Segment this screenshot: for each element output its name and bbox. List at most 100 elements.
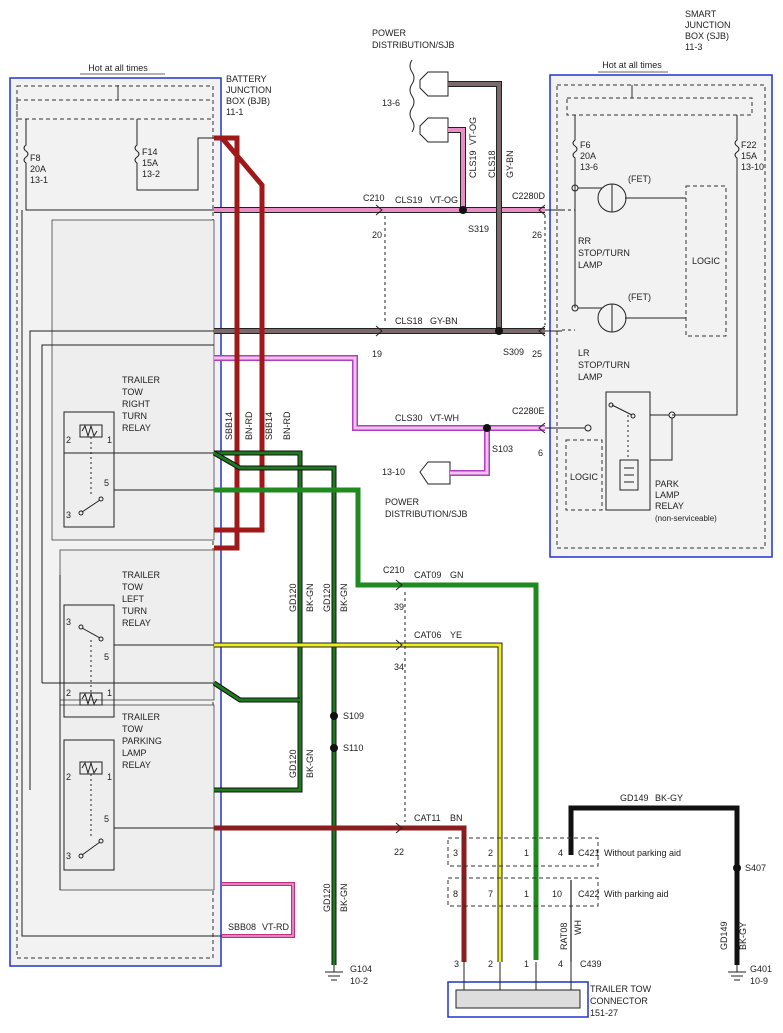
- bk-gn-label-3: BK-GN: [305, 749, 315, 778]
- sjb-title-3: BOX (SJB): [685, 31, 729, 41]
- bn-rd-label-2: BN-RD: [282, 411, 292, 440]
- bk-gy-label: BK-GY: [655, 793, 683, 803]
- park-relay-label-2: LAMP: [655, 490, 680, 500]
- lt-pin-5: 5: [104, 652, 109, 662]
- bk-gn-label-2: BK-GN: [339, 583, 349, 612]
- sjb-hot-label: Hot at all times: [602, 60, 662, 70]
- cls30-label: CLS30: [395, 413, 423, 423]
- pin-20: 20: [372, 230, 382, 240]
- pk-pin-3: 3: [66, 851, 71, 861]
- note-with-parking-aid: With parking aid: [604, 889, 669, 899]
- bk-gn-label-1: BK-GN: [305, 583, 315, 612]
- f8-rating: 20A: [30, 164, 46, 174]
- rt-relay-label-3: RIGHT: [122, 399, 151, 409]
- sbb08-label: SBB08: [228, 922, 256, 932]
- splice-s110: [330, 744, 338, 752]
- gd120-label-4: GD120: [322, 883, 332, 912]
- f8-label: F8: [30, 153, 41, 163]
- s109-label: S109: [343, 711, 364, 721]
- vt-og-vert-label: VT-OG: [468, 117, 478, 145]
- c422-pin-8: 8: [453, 889, 458, 899]
- pin-26: 26: [532, 230, 542, 240]
- pk-pin-1: 1: [107, 772, 112, 782]
- sbb14-label-1: SBB14: [224, 412, 234, 440]
- bjb-title-1: BATTERY: [226, 74, 267, 84]
- fet-label-lr: (FET): [628, 292, 651, 302]
- s309-label: S309: [503, 347, 524, 357]
- f22-rating: 15A: [741, 151, 757, 161]
- c2280e-label: C2280E: [512, 406, 545, 416]
- splice-s319: [459, 206, 467, 214]
- f22-label: F22: [741, 140, 757, 150]
- cls19-label: CLS19: [395, 195, 423, 205]
- c421-pin-4: 4: [558, 848, 563, 858]
- vt-rd-label: VT-RD: [262, 922, 290, 932]
- pin-39: 39: [394, 602, 404, 612]
- logic-label-2: LOGIC: [570, 472, 599, 482]
- pk-relay-label-2: TOW: [122, 724, 143, 734]
- s319-label: S319: [468, 224, 489, 234]
- gd149-vert-label: GD149: [719, 921, 729, 950]
- ground-g104: [325, 965, 343, 981]
- lt-relay-label-5: RELAY: [122, 618, 151, 628]
- cat06-label: CAT06: [414, 630, 441, 640]
- pk-pin-2: 2: [66, 772, 71, 782]
- sbb14-label-2: SBB14: [264, 412, 274, 440]
- pk-pin-5: 5: [104, 814, 109, 824]
- splice-s407: [733, 864, 741, 872]
- park-relay-label-1: PARK: [655, 479, 679, 489]
- gd120-label-2: GD120: [322, 583, 332, 612]
- pin-22: 22: [394, 847, 404, 857]
- c439-pin-3: 3: [454, 959, 459, 969]
- cls19-vert-label: CLS19: [468, 150, 478, 178]
- f6-ref: 13-6: [580, 162, 598, 172]
- lt-relay-label-3: LEFT: [122, 594, 145, 604]
- logic-box-1: [685, 185, 727, 337]
- pin-19: 19: [372, 349, 382, 359]
- g401-ref: 10-9: [750, 976, 768, 986]
- logic-label-1: LOGIC: [692, 256, 721, 266]
- gy-bn-vert-label: GY-BN: [505, 150, 515, 178]
- s110-label: S110: [343, 743, 363, 753]
- bjb-hot-label: Hot at all times: [88, 63, 148, 73]
- s103-label: S103: [492, 444, 513, 454]
- rt-pin-3: 3: [66, 510, 71, 520]
- c439-pin-2: 2: [488, 959, 493, 969]
- gd120-label-3: GD120: [288, 749, 298, 778]
- c422-box: [447, 877, 599, 907]
- pdist-top-label-2: DISTRIBUTION/SJB: [372, 40, 455, 50]
- g104-label: G104: [350, 964, 372, 974]
- f8-ref: 13-1: [30, 175, 48, 185]
- f6-label: F6: [580, 140, 591, 150]
- f22-ref: 13-10: [741, 162, 764, 172]
- pk-relay-label-3: PARKING: [122, 736, 162, 746]
- lt-relay-label-4: TURN: [122, 606, 147, 616]
- rr-lamp-label-3: LAMP: [578, 260, 603, 270]
- c422-pin-7: 7: [488, 889, 493, 899]
- ground-g401: [728, 965, 746, 981]
- pdist-bottom-label-1: POWER: [385, 497, 420, 507]
- pin-25: 25: [532, 349, 542, 359]
- splice-s309: [495, 327, 503, 335]
- splice-s109: [330, 712, 338, 720]
- rat08-label: RAT08: [559, 923, 569, 950]
- lt-relay-label-1: TRAILER: [122, 570, 161, 580]
- gd149-label: GD149: [620, 793, 649, 803]
- bjb-title-3: BOX (BJB): [226, 96, 270, 106]
- pdist-bottom-label-2: DISTRIBUTION/SJB: [385, 509, 468, 519]
- lr-lamp-label-2: STOP/TURN: [578, 360, 630, 370]
- cat11-label: CAT11: [414, 813, 441, 823]
- pin-34: 34: [394, 662, 404, 672]
- bk-gy-vert-label: BK-GY: [738, 922, 748, 950]
- bn-label: BN: [450, 813, 463, 823]
- cat09-label: CAT09: [414, 570, 441, 580]
- bjb-title-4: 11-1: [226, 107, 243, 117]
- rr-lamp-label-1: RR: [578, 236, 591, 246]
- trailer-tow-connector: [447, 981, 589, 1018]
- c210-label-bottom: C210: [383, 565, 405, 575]
- lr-lamp-label-3: LAMP: [578, 372, 603, 382]
- connector-label-3: 151-27: [590, 1008, 618, 1018]
- pdist-bottom-ref: 13-10: [382, 467, 405, 477]
- f6-rating: 20A: [580, 151, 596, 161]
